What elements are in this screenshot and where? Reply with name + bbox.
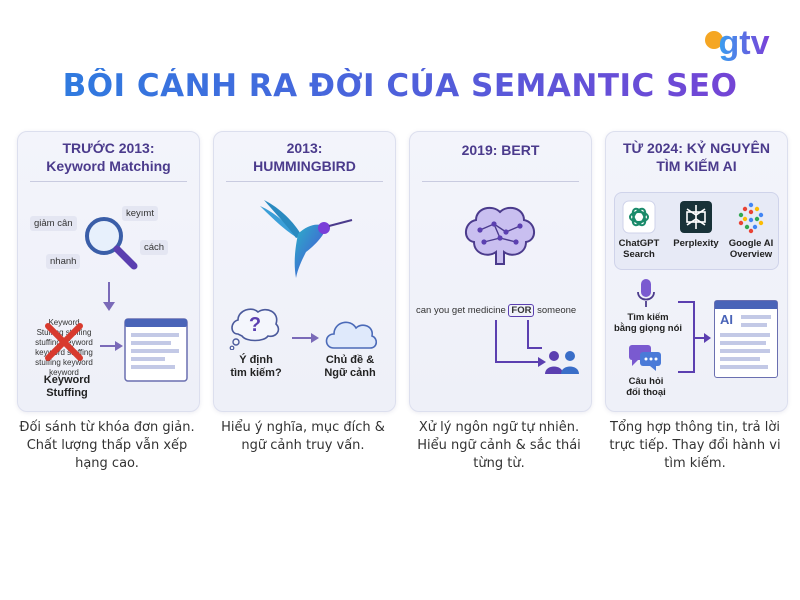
caption-bert: Xử lý ngôn ngữ tự nhiên. Hiểu ngữ cảnh &… [417,420,581,471]
arrow-right-icon [292,333,319,343]
chatgpt-icon [622,200,656,234]
perplexity-label: Perplexity [673,238,719,249]
card-title: 2019: BERT [461,142,540,158]
caption-before-2013: Đối sánh từ khóa đơn giản. Chất lượng th… [19,420,195,471]
cross-icon [45,323,83,361]
card-hummingbird: 2013: HUMMINGBIRD ? Ý định tìm kiếm? Chủ… [213,131,396,412]
arrow-right-icon [100,341,123,351]
search-intent-label: Ý định tìm kiếm? [230,354,282,379]
keyword-chip: giảm cân [30,216,77,231]
thought-bubble-icon: ? [229,308,280,350]
conversational-query-label: Câu hỏi đối thoại [626,376,666,398]
arrow-down-icon [103,282,115,311]
connector-arrows [495,320,546,367]
perplexity-icon [680,201,712,233]
card-bert: 2019: BERT can you get medicine FOR some… [409,131,592,412]
chat-bubble-icon [629,345,661,371]
caption-hummingbird: Hiểu ý nghĩa, mục đích & ngữ cảnh truy v… [221,420,385,453]
page-title: BỐI CẢNH RA ĐỜI CỦA SEMANTIC SEO [0,68,800,104]
divider [30,181,187,182]
divider [422,181,579,182]
card-before-2013: TRƯỚC 2013: Keyword Matching giảm cân ke… [17,131,200,412]
google-ai-icon [738,202,764,234]
keyword-chip: cách [140,240,169,255]
highlighted-word: FOR [508,304,535,317]
keyword-chip: keyımt [122,206,158,221]
brain-icon [465,206,535,265]
ai-label: AI [720,312,733,327]
people-icon [545,351,579,374]
card-title: TỪ 2024: KỶ NGUYÊN TÌM KIẾM AI [623,140,770,174]
connector-arrows [678,301,711,373]
voice-search-label: Tìm kiếm bằng giọng nói [613,312,683,334]
hummingbird-icon [260,200,353,278]
gtv-logo: gtv [705,24,770,62]
topic-context-label: Chủ đề & Ngữ cảnh [324,354,376,379]
webpage-icon [124,318,188,382]
caption-ai-search-era: Tổng hợp thông tin, trả lời trực tiếp. T… [609,420,781,471]
keyword-chip: nhanh [46,254,81,269]
microphone-icon [637,279,655,307]
cloud-icon [325,321,378,349]
chatgpt-search-label: ChatGPT Search [618,238,660,260]
card-ai-search-era: TỪ 2024: KỶ NGUYÊN TÌM KIẾM AI ChatGPT S… [605,131,788,412]
ai-answer-document: AI [714,300,778,378]
magnifier-icon [85,217,138,270]
query-sentence: can you get medicine FOR someone [416,304,577,317]
card-title: 2013: HUMMINGBIRD [253,140,356,174]
logo-text: gtv [719,24,770,62]
card-title: TRƯỚC 2013: Keyword Matching [46,140,171,174]
google-ai-overview-label: Google AI Overview [728,238,774,260]
keyword-stuffing-label: Keyword Stuffing [43,374,91,399]
divider [226,181,383,182]
svg-text:?: ? [249,314,261,336]
